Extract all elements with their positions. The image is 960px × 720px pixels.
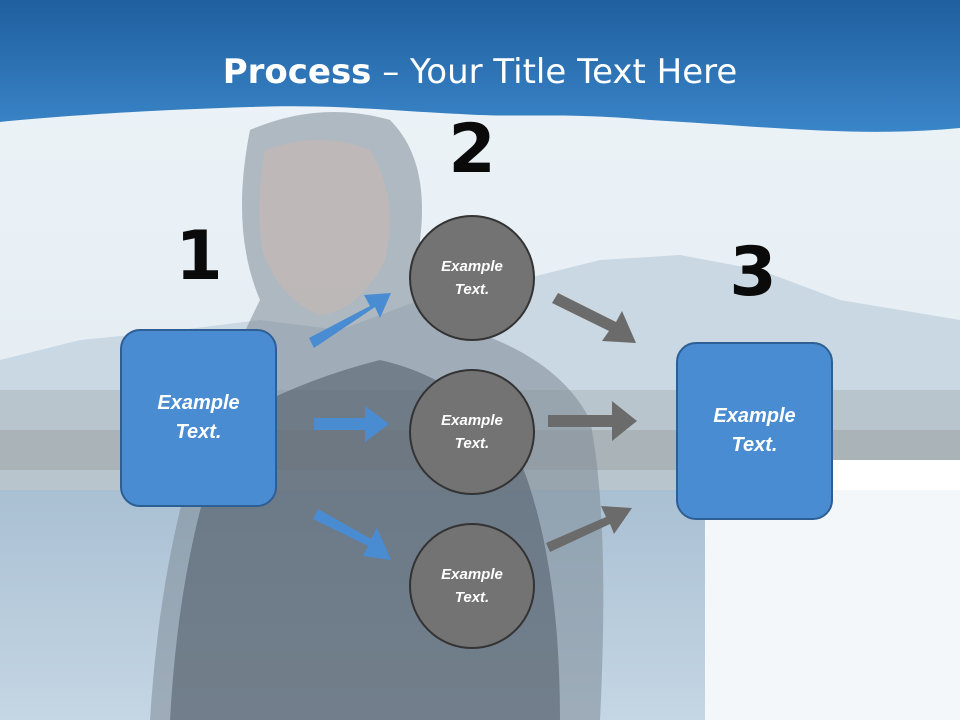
- blue-arrows: [309, 293, 391, 560]
- process-circle-top-text: Example Text.: [441, 258, 503, 298]
- slide-title: Process – Your Title Text Here: [0, 52, 960, 92]
- process-box-right: Example Text.: [676, 342, 833, 520]
- process-box-right-text: Example Text.: [713, 405, 796, 456]
- process-circle-top: Example Text.: [409, 215, 535, 341]
- blue-arrow-right: [314, 406, 389, 442]
- step-number-2: 2: [448, 110, 496, 189]
- process-box-left-text: Example Text.: [157, 392, 240, 443]
- blue-arrow-down-right: [313, 509, 391, 560]
- gray-arrow-up-right: [546, 506, 632, 552]
- process-circle-middle-text: Example Text.: [441, 412, 503, 452]
- gray-arrow-down-right: [552, 293, 636, 343]
- process-circle-bottom: Example Text.: [409, 523, 535, 649]
- blue-arrow-up-right: [309, 293, 391, 348]
- process-circle-bottom-text: Example Text.: [441, 566, 503, 606]
- process-circle-middle: Example Text.: [409, 369, 535, 495]
- step-number-3: 3: [729, 233, 777, 312]
- title-bold: Process: [222, 52, 372, 92]
- step-number-1: 1: [175, 217, 223, 296]
- gray-arrows: [546, 293, 637, 552]
- gray-arrow-right: [548, 401, 637, 441]
- title-rest: – Your Title Text Here: [371, 52, 738, 92]
- process-box-left: Example Text.: [120, 329, 277, 507]
